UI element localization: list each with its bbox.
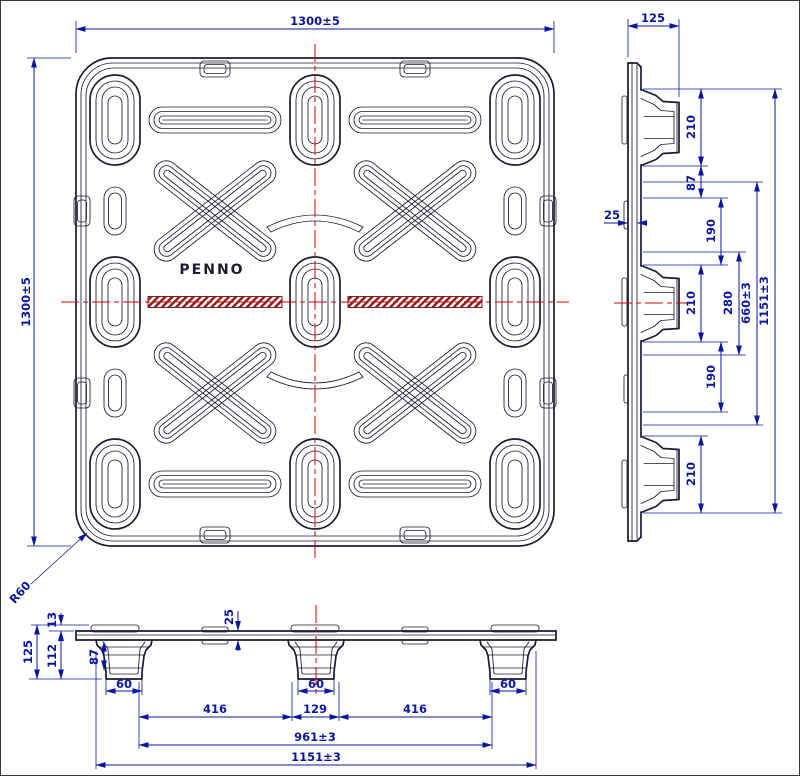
dim-label-overall-height: 125 xyxy=(21,640,35,664)
centerlines xyxy=(61,44,569,560)
dim-label-foot-top: 210 xyxy=(684,115,698,139)
dim-label-top-width: 1300±5 xyxy=(290,14,340,28)
dim-label-foot-height: 112 xyxy=(45,644,59,668)
dim-label-foot-bottom: 210 xyxy=(684,462,698,486)
dim-label-side-overall: 1151±3 xyxy=(757,276,771,326)
front-view xyxy=(75,605,557,697)
top-view: PENNO xyxy=(61,44,569,560)
dim-label-foot-width-right: 60 xyxy=(500,677,516,691)
dim-label-center-gap: 129 xyxy=(303,702,327,716)
dim-label-feet-outer-span: 1151±3 xyxy=(291,750,341,764)
side-view xyxy=(614,62,691,542)
dim-label-foot-width-center: 60 xyxy=(308,677,324,691)
dim-label-gap-lower: 190 xyxy=(704,365,718,389)
dim-label-front-87: 87 xyxy=(87,649,101,665)
dim-label-pitch-right: 416 xyxy=(403,702,427,716)
top-view-dimensions: 1300±5 1300±5 R60 xyxy=(7,14,555,606)
dim-label-top-height: 1300±5 xyxy=(19,277,33,327)
dim-label-inner-span: 660±3 xyxy=(739,282,753,324)
dim-label-feet-inner-span: 961±3 xyxy=(294,730,336,744)
dim-label-lip: 13 xyxy=(45,612,59,628)
dim-label-foot-middle: 210 xyxy=(684,291,698,315)
dim-label-side-depth: 125 xyxy=(641,11,665,25)
dim-label-gap-upper: 190 xyxy=(704,219,718,243)
dim-label-pitch-left: 416 xyxy=(203,702,227,716)
brand-logo-text: PENNO xyxy=(179,262,244,278)
side-view-dimensions: 125 210 87 190 210 280 660±3 190 210 115… xyxy=(604,11,782,514)
dim-label-side-87: 87 xyxy=(684,175,698,191)
dim-label-corner-radius: R60 xyxy=(7,578,34,606)
dim-label-foot-width-left: 60 xyxy=(116,677,132,691)
dim-label-front-deck-thickness: 25 xyxy=(222,609,236,625)
front-view-dimensions: 13 112 125 25 87 60 60 60 416 129 416 96… xyxy=(21,609,537,769)
dim-label-side-deck-thickness: 25 xyxy=(604,208,620,222)
dim-label-middle-span: 280 xyxy=(721,291,735,315)
